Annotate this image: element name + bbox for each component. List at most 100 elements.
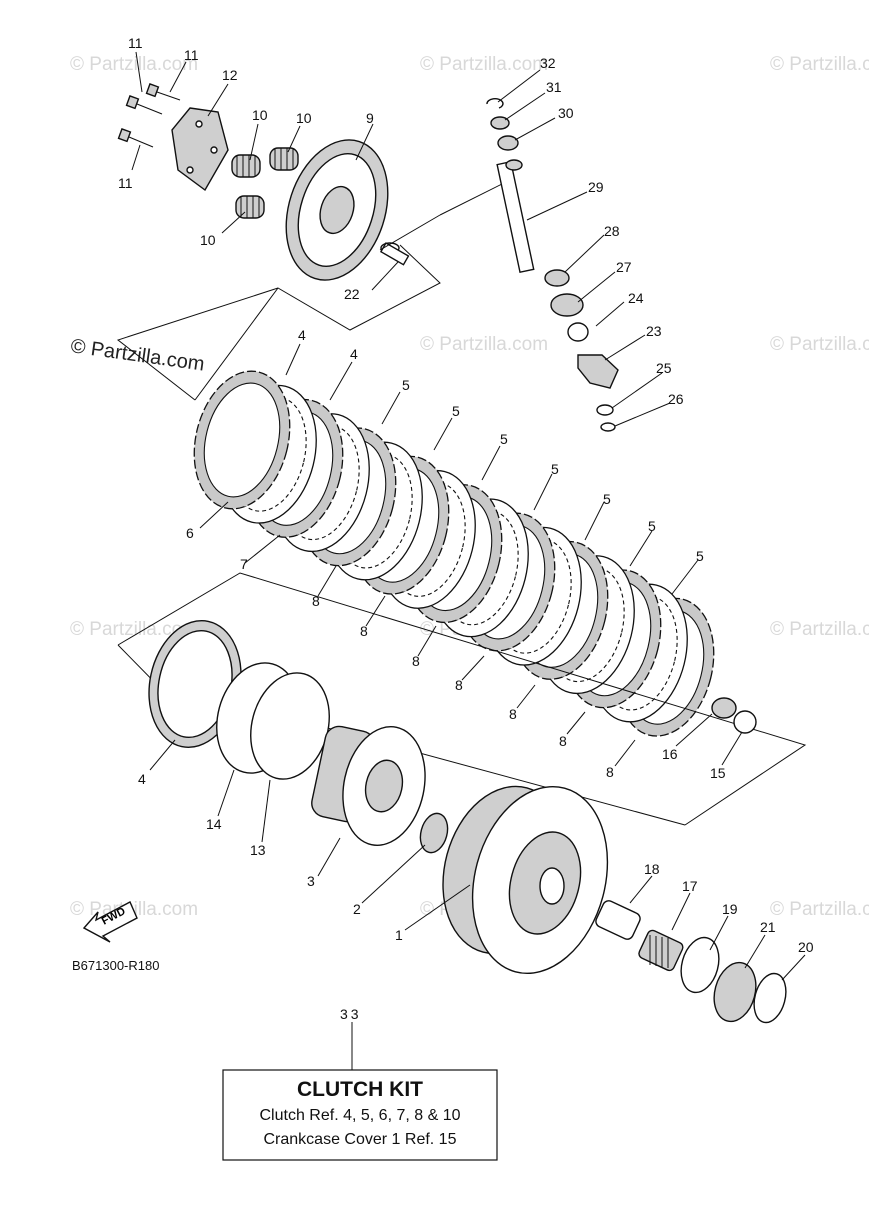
callout: 4: [298, 327, 306, 343]
clutch-spring-10-b: [231, 154, 261, 178]
callout: 20: [798, 939, 814, 955]
callout: 4: [350, 346, 358, 362]
callout: 24: [628, 290, 644, 306]
callout: 11: [128, 35, 143, 51]
diagram-id: B671300-R180: [72, 958, 159, 973]
bearing-28: [544, 269, 570, 287]
nut-16: [711, 697, 737, 719]
callout: 8: [509, 706, 517, 722]
callout: 2: [353, 901, 361, 917]
callout: 16: [662, 746, 678, 762]
clutch-kit-line1: Clutch Ref. 4, 5, 6, 7, 8 & 10: [260, 1107, 461, 1124]
spring-24: [567, 322, 589, 342]
callouts: 11 11 12 11 10 10 10 9 22 32 31 30 29 28…: [118, 35, 814, 1022]
callout: 6: [186, 525, 194, 541]
callout: 22: [344, 286, 360, 302]
push-lever-shaft-29: [496, 159, 535, 274]
watermark: © Partzilla.com: [420, 334, 548, 355]
lever-23: [577, 354, 619, 389]
callout: 5: [551, 461, 559, 477]
callout: 25: [656, 360, 672, 376]
callout: 31: [546, 79, 562, 95]
clutch-kit-box: CLUTCH KIT Clutch Ref. 4, 5, 6, 7, 8 & 1…: [222, 1069, 498, 1161]
collar-18: [595, 900, 641, 940]
needle-bearing-17: [638, 929, 684, 972]
leader-lines: [131, 51, 806, 1070]
callout: 5: [402, 377, 410, 393]
callout: 32: [540, 55, 556, 71]
pressure-plate-9: [285, 139, 389, 281]
washer-15: [733, 710, 757, 734]
clutch-plate-stack: [193, 370, 715, 737]
callout: 17: [682, 878, 698, 894]
callout: 5: [696, 548, 704, 564]
clutch-boss-3: [311, 725, 426, 846]
callout: 8: [455, 677, 463, 693]
callout: 30: [558, 105, 574, 121]
callout: 8: [312, 593, 320, 609]
watermark: © Partzilla.com: [70, 619, 198, 640]
callout: 11: [118, 175, 133, 191]
callout: 5: [648, 518, 656, 534]
clutch-spring-10-c: [235, 195, 265, 219]
shaft-assembly: [486, 97, 619, 432]
callout: 8: [360, 623, 368, 639]
thrust-washer-2: [419, 812, 449, 854]
callout: 33: [340, 1006, 362, 1022]
callout: 27: [616, 259, 632, 275]
washer-25: [596, 404, 614, 416]
circlip-26: [600, 422, 616, 432]
bolt-11-c: [117, 128, 154, 148]
callout: 10: [200, 232, 216, 248]
lower-parts: [148, 620, 787, 1024]
push-rod-22: [379, 242, 410, 266]
oil-seal-27: [550, 293, 584, 317]
callout: 5: [603, 491, 611, 507]
watermark: © Partzilla.com: [770, 619, 869, 640]
callout: 7: [240, 556, 248, 572]
callout: 4: [138, 771, 146, 787]
clutch-kit-line2: Crankcase Cover 1 Ref. 15: [264, 1131, 457, 1148]
callout: 9: [366, 110, 374, 126]
o-ring-19: [680, 936, 720, 994]
callout: 15: [710, 765, 726, 781]
friction-plate: [193, 370, 291, 510]
callout: 1: [395, 927, 403, 943]
callout: 26: [668, 391, 684, 407]
callout: 10: [296, 110, 312, 126]
callout: 10: [252, 107, 268, 123]
callout: 5: [500, 431, 508, 447]
callout: 12: [222, 67, 238, 83]
bearing-30: [497, 135, 519, 151]
clutch-housing-1: [442, 785, 609, 974]
callout: 8: [559, 733, 567, 749]
washer-20: [753, 972, 787, 1024]
washer-31: [490, 116, 510, 130]
watermark: © Partzilla.com: [770, 54, 869, 75]
callout: 8: [606, 764, 614, 780]
callout: 8: [412, 653, 420, 669]
clutch-kit-title: CLUTCH KIT: [297, 1078, 423, 1101]
clutch-spring-10-a: [269, 147, 299, 171]
callout: 13: [250, 842, 266, 858]
bolt-11-a: [145, 83, 181, 101]
callout: 14: [206, 816, 222, 832]
callout: 21: [760, 919, 776, 935]
callout: 18: [644, 861, 660, 877]
watermark: © Partzilla.com: [770, 899, 869, 920]
pressure-plate-group: [116, 83, 511, 401]
callout: 19: [722, 901, 738, 917]
bolt-11-b: [125, 95, 163, 115]
callout: 3: [307, 873, 315, 889]
callout: 11: [184, 47, 199, 63]
watermark: © Partzilla.com: [70, 54, 198, 75]
callout: 29: [588, 179, 604, 195]
callout: 23: [646, 323, 662, 339]
watermark: © Partzilla.com: [420, 54, 548, 75]
watermark: © Partzilla.com: [770, 334, 869, 355]
retainer-plate-12: [171, 107, 229, 192]
callout: 5: [452, 403, 460, 419]
callout: 28: [604, 223, 620, 239]
